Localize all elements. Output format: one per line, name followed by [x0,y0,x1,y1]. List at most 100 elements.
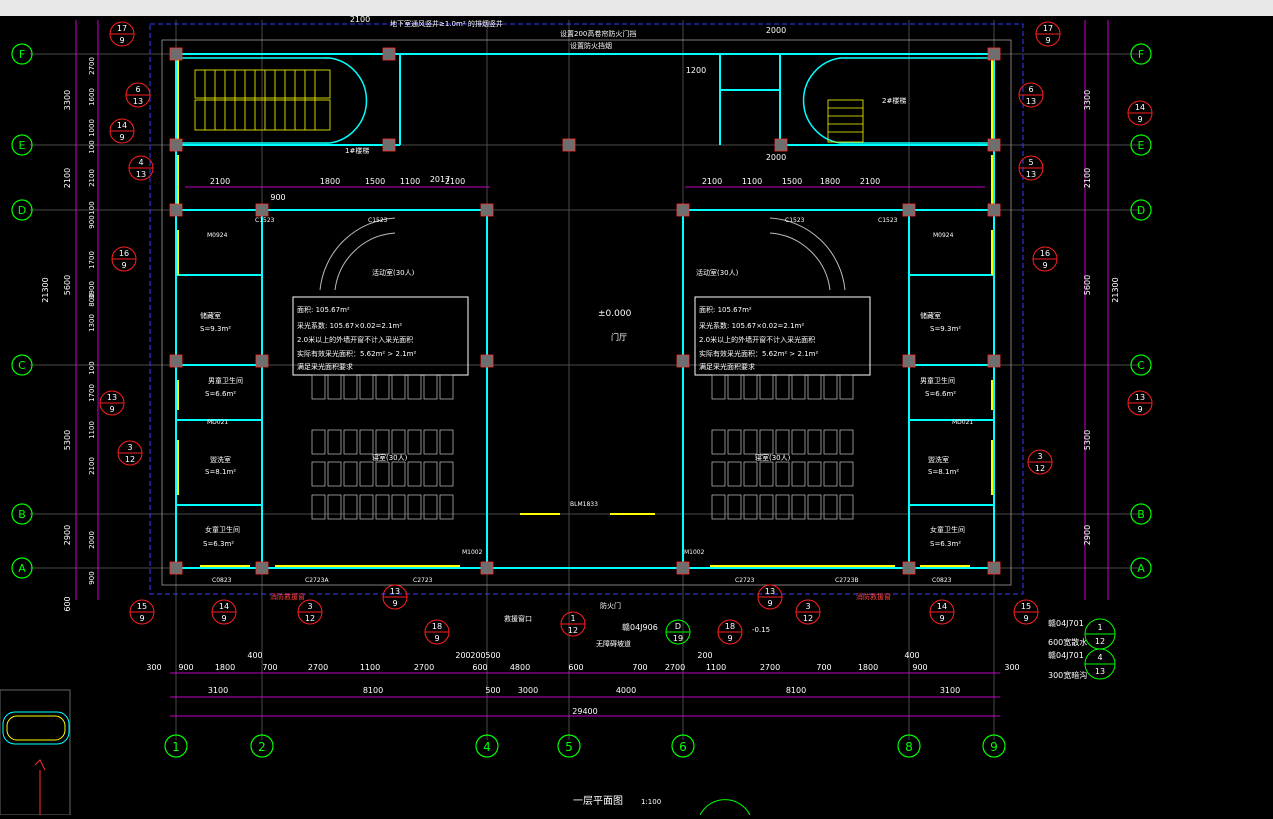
bed [839,374,854,400]
dim-bottom-1: 4800 [510,663,530,672]
calc-text-2-r: 2.0米以上的外墙开窗不计入采光面积 [699,335,815,344]
door-tag: C2723 [735,577,755,584]
axis-bubble-C-right [1130,354,1152,376]
dim-top-small: 1200 [686,66,706,75]
detail-sheet: 12 [568,626,578,635]
wash-label: 盥洗室 [210,455,231,464]
dim-bottom-1: 1100 [360,663,380,672]
bed [311,494,326,520]
dim-bottom-mid: 200 [455,651,470,660]
calc-text-1: 采光系数: 105.67×0.02=2.1m² [297,321,402,330]
detail-sheet: 13 [133,97,143,106]
detail-sheet: 12 [803,614,813,623]
bed [711,494,726,520]
dim-left-inner: 1100 [88,421,96,439]
detail-number: 14 [117,121,127,130]
detail-number: 13 [1135,393,1145,402]
door-tag: C0823 [212,577,232,584]
title-north-arc [699,799,751,816]
axis-bubble-2 [250,734,274,758]
detail-sheet: 9 [221,614,226,623]
detail-number: D [675,622,681,631]
bed [807,494,822,520]
wash-label-r: 盥洗室 [928,455,949,464]
balcony-note-left: 消防救援窗 [270,592,305,601]
axis-label-E: E [1138,139,1145,152]
dim-bottom-1: 2700 [308,663,328,672]
sleep-room-label: 寝室(30人) [372,453,408,462]
dim-left-inner: 2100 [88,169,96,187]
detail-number: 3 [805,602,810,611]
bed [839,461,854,487]
stair-2-treads [827,99,864,143]
bed [391,494,406,520]
dim-left-inner: 1300 [88,314,96,332]
dim-left-outer: 2100 [63,168,72,188]
detail-sheet: 9 [119,36,124,45]
dim-top-row: 2100 [445,177,465,186]
bed [823,429,838,455]
detail-sheet: 9 [121,261,126,270]
detail-sheet: 9 [939,614,944,623]
top-left-note: 地下室通风竖井≥1.0m² 的排烟竖井 [390,19,503,28]
detail-number: 3 [127,443,132,452]
detail-sheet: 13 [136,170,146,179]
hall-label: 门厅 [611,332,627,342]
dim-left-inner: 2700 [88,57,96,75]
bed [407,494,422,520]
thumbnail-view[interactable] [0,689,71,816]
bed [759,461,774,487]
dim-left-inner: 3900 [88,281,96,299]
bed [775,429,790,455]
detail-sheet: 9 [109,405,114,414]
bed [359,461,374,487]
axis-bubble-E-right [1130,134,1152,156]
rescue-window-left: 救援窗口 [504,614,532,623]
elevation-label: ±0.000 [598,309,632,319]
door-tag: C2723A [305,577,329,584]
bed [839,429,854,455]
bed [375,461,390,487]
bed [407,374,422,400]
bed [823,461,838,487]
dim-right-outer: 5600 [1083,275,1092,295]
bed [327,429,342,455]
dim-left-inner: 100 [88,361,96,374]
dim-top-row: 1100 [400,177,420,186]
outside-level: -0.15 [752,626,770,634]
detail-number: 14 [937,602,947,611]
stair-2-label: 2#楼梯 [882,96,906,105]
storage-area-r: S=9.3m² [930,325,961,333]
bed [711,374,726,400]
detail-sheet: 9 [1137,115,1142,124]
detail-sheet: 12 [1035,464,1045,473]
bed [439,374,454,400]
dim-right-outer: 2900 [1083,525,1092,545]
bed [743,494,758,520]
bed [743,461,758,487]
detail-number: 17 [117,24,127,33]
calc-text-1-r: 采光系数: 105.67×0.02=2.1m² [699,321,804,330]
legend-b2-d: 13 [1095,667,1105,676]
dim-top-row: 2100 [702,177,722,186]
bed [775,461,790,487]
dim-left-inner: 1600 [88,88,96,106]
dim-left-outer: 5300 [63,430,72,450]
top-center-note-2: 设置防火挡烟 [570,41,612,50]
balcony-note-right: 消防救援窗 [856,592,891,601]
detail-sheet: 9 [139,614,144,623]
wc-label-r: 男童卫生间 [920,376,955,385]
dim-left-inner: 2000 [88,531,96,549]
activity-room-title: 活动室(30人) [372,268,415,277]
bed [407,461,422,487]
door-tag: MD021 [952,419,973,426]
axis-label-9: 9 [990,740,998,754]
dim-bottom-2: 8100 [786,686,806,695]
axis-bubble-5 [557,734,581,758]
wash-area: S=8.1m² [205,468,236,476]
dim-left-inner: 900 [88,571,96,584]
stair-1-label: 1#楼梯 [345,146,369,155]
